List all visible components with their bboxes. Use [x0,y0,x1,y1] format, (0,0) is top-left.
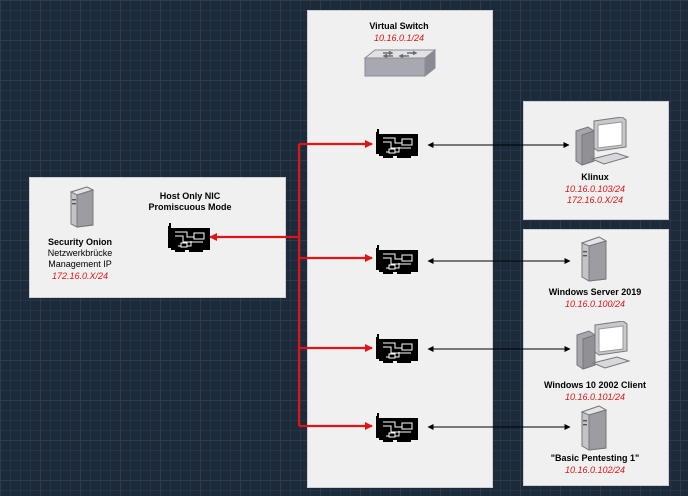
klinux-ip-secondary: 172.16.0.X/24 [566,195,624,205]
nic-card-icon [375,244,419,274]
security-onion-ip: 172.16.0.X/24 [51,271,109,281]
klinux-name: Klinux [581,172,609,182]
desktop-computer-icon [576,321,631,370]
virtual-switch-panel [307,10,493,488]
host-only-nic-label: Host Only NIC [159,191,221,201]
nic-card-icon [375,128,419,158]
server-ip: 10.16.0.100/24 [564,299,626,309]
security-onion-mgmt-label: Management IP [48,259,112,269]
security-onion-bridge-label: Netzwerkbrücke [47,248,113,258]
client-ip: 10.16.0.101/24 [564,392,626,402]
virtual-switch-ip: 10.16.0.1/24 [373,33,425,43]
desktop-computer-icon [575,117,630,166]
nic-card-icon [375,333,419,363]
red-trunk-lines [209,140,373,430]
security-onion-name: Security Onion [47,237,112,247]
nic-card-icon [375,412,419,442]
promiscuous-mode-label: Promiscuous Mode [148,202,232,212]
server-tower-icon [580,236,608,282]
pentest-vm-ip: 10.16.0.102/24 [564,465,626,475]
nic-card-icon [167,222,211,252]
virtual-switch-title: Virtual Switch [369,21,429,31]
server-name: Windows Server 2019 [548,287,642,297]
network-switch-icon [363,48,437,78]
klinux-ip-primary: 10.16.0.103/24 [564,184,626,194]
server-tower-icon [69,186,95,228]
client-name: Windows 10 2002 Client [544,380,646,390]
server-tower-icon [580,405,608,451]
black-link-lines [427,142,571,430]
pentest-vm-name: "Basic Pentesting 1" [550,453,640,463]
